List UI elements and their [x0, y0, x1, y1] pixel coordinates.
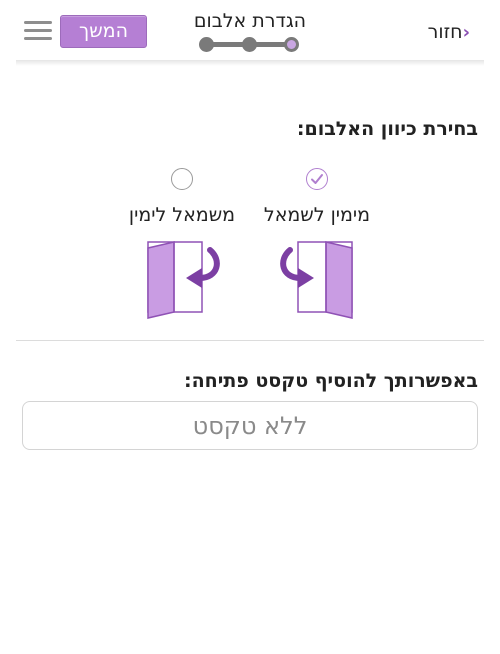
back-button-label: חזור	[427, 21, 463, 43]
option-label-right-to-left: מימין לשמאל	[263, 204, 371, 226]
section-divider	[16, 340, 484, 341]
album-open-left-to-right-icon[interactable]	[142, 238, 222, 320]
album-open-right-to-left-icon[interactable]	[278, 238, 358, 320]
radio-left-to-right[interactable]	[171, 168, 193, 190]
step-progress	[198, 36, 302, 54]
opening-text-input[interactable]	[22, 401, 478, 450]
page-title: הגדרת אלבום	[193, 10, 307, 32]
orientation-heading: בחירת כיוון האלבום:	[296, 118, 478, 140]
step-dot-1	[199, 37, 214, 52]
hamburger-menu-icon[interactable]	[24, 20, 52, 42]
continue-button[interactable]: המשך	[60, 15, 147, 48]
back-button[interactable]: ‹ חזור	[428, 19, 476, 45]
step-dot-3-current	[284, 37, 299, 52]
top-bar: המשך הגדרת אלבום ‹ חזור	[0, 0, 500, 62]
checkmark-icon	[311, 174, 323, 184]
step-dot-2	[242, 37, 257, 52]
radio-right-to-left[interactable]	[306, 168, 328, 190]
chevron-left-icon: ‹	[462, 21, 470, 43]
opening-text-heading: באפשרותך להוסיף טקסט פתיחה:	[184, 370, 478, 392]
option-label-left-to-right: משמאל לימין	[128, 204, 236, 226]
header-shadow	[16, 60, 484, 66]
